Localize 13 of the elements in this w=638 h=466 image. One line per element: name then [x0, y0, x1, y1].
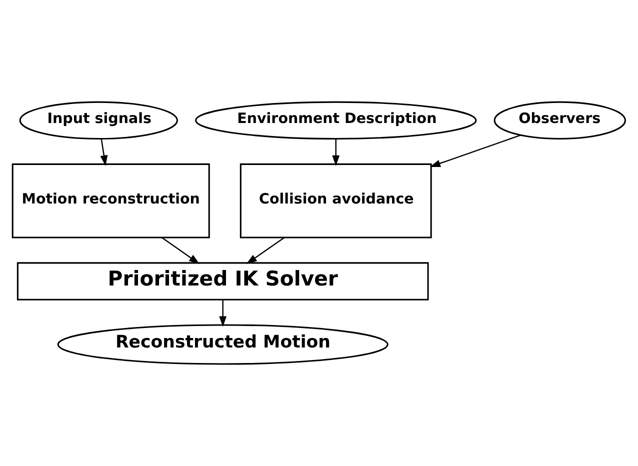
arrow [246, 237, 285, 264]
node-box: Motion reconstruction [12, 163, 210, 238]
arrow [430, 134, 521, 167]
node-ellipse: Observers [494, 101, 626, 140]
arrow [332, 138, 340, 166]
node-box: Collision avoidance [240, 163, 432, 238]
arrow [219, 300, 227, 327]
arrow [100, 138, 108, 166]
node-ellipse: Input signals [19, 101, 178, 140]
arrow [162, 237, 200, 264]
node-box: Prioritized IK Solver [16, 262, 429, 300]
node-ellipse: Reconstructed Motion [57, 324, 388, 365]
node-ellipse: Environment Description [195, 101, 477, 140]
